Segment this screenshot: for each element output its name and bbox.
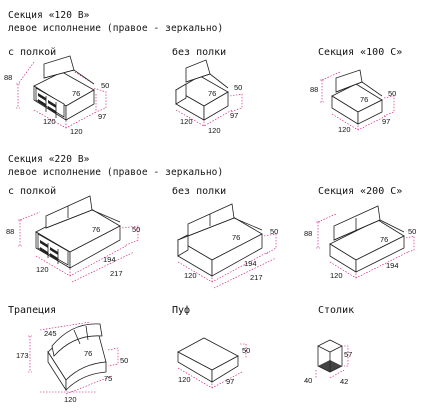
dim-220b-shelf-4: 194 <box>103 255 116 264</box>
dim-220b-noshelf-3: 194 <box>244 259 257 268</box>
section1-title: Секция «120 В» <box>8 10 90 21</box>
dim-100c-2: 50 <box>388 89 396 98</box>
dim-pouf-0: 50 <box>242 346 250 355</box>
dim-120b-shelf-2: 50 <box>101 81 109 90</box>
dim-220b-shelf-5: 217 <box>110 269 123 278</box>
dim-220b-noshelf-4: 217 <box>250 273 263 282</box>
dim-trapezoid-0: 245 <box>44 329 57 338</box>
dim-120b-shelf-5: 120 <box>70 127 83 136</box>
dim-120b-noshelf-2: 120 <box>180 117 193 126</box>
dim-120b-noshelf-0: 76 <box>208 89 216 98</box>
dim-120b-shelf-4: 97 <box>98 112 106 121</box>
dim-120b-noshelf-3: 97 <box>230 111 238 120</box>
dim-trapezoid-5: 120 <box>64 395 77 404</box>
section2-title: Секция «220 В» <box>8 154 90 165</box>
dim-table-0: 57 <box>344 350 352 359</box>
drawing-trapezoid: 245 173 76 50 75 120 <box>16 321 128 404</box>
dim-200c-1: 76 <box>380 235 388 244</box>
dim-trapezoid-2: 76 <box>84 349 92 358</box>
dim-120b-noshelf-1: 50 <box>234 83 242 92</box>
dim-trapezoid-1: 173 <box>16 351 29 360</box>
dim-pouf-1: 120 <box>178 375 191 384</box>
dim-220b-shelf-3: 120 <box>36 265 49 274</box>
dim-220b-noshelf-2: 120 <box>184 271 197 280</box>
label-100c: Секция «100 С» <box>318 47 403 58</box>
dim-table-1: 40 <box>304 376 312 385</box>
dim-220b-shelf-0: 88 <box>6 227 14 236</box>
label-120b-shelf: с полкой <box>8 47 57 58</box>
drawing-200c: 88 76 50 120 194 <box>304 205 416 280</box>
dim-120b-shelf-3: 120 <box>43 117 56 126</box>
drawing-100c: 88 76 50 120 97 <box>310 69 396 134</box>
dim-100c-3: 120 <box>338 125 351 134</box>
label-pouf: Пуф <box>172 305 191 316</box>
drawing-220b-noshelf: 76 50 120 194 217 <box>177 203 278 289</box>
label-trapezoid: Трапеция <box>8 305 57 316</box>
drawing-220b-shelf: 88 76 50 120 194 217 <box>6 195 140 283</box>
section1-subtitle: левое исполнение (правое - зеркально) <box>8 23 224 34</box>
dim-200c-3: 120 <box>330 271 343 280</box>
label-table: Столик <box>318 305 355 316</box>
dim-120b-noshelf-4: 120 <box>208 126 221 135</box>
label-200c: Секция «200 С» <box>318 186 403 197</box>
dim-100c-0: 88 <box>310 85 318 94</box>
drawing-pouf: 50 120 97 <box>177 337 250 389</box>
dim-trapezoid-3: 50 <box>120 356 128 365</box>
dim-220b-noshelf-1: 50 <box>270 227 278 236</box>
label-120b-noshelf: без полки <box>172 47 227 58</box>
drawing-120b-shelf: 88 76 50 120 97 120 <box>4 55 109 136</box>
section2-subtitle: левое исполнение (правое - зеркально) <box>8 167 224 178</box>
dim-120b-shelf-0: 88 <box>4 73 12 82</box>
dim-100c-1: 76 <box>360 95 368 104</box>
drawing-table: 57 40 42 <box>304 339 352 386</box>
dim-220b-noshelf-0: 76 <box>232 233 240 242</box>
dim-200c-2: 50 <box>408 227 416 236</box>
drawing-120b-noshelf: 76 50 120 97 120 <box>175 59 242 135</box>
dim-120b-shelf-1: 76 <box>72 89 80 98</box>
dim-220b-shelf-2: 50 <box>132 225 140 234</box>
dim-100c-4: 97 <box>382 117 390 126</box>
dim-200c-4: 194 <box>386 261 399 270</box>
dim-pouf-2: 97 <box>226 377 234 386</box>
dim-200c-0: 88 <box>304 229 312 238</box>
dim-220b-shelf-1: 76 <box>92 225 100 234</box>
label-220b-noshelf: без полки <box>172 186 227 197</box>
label-220b-shelf: с полкой <box>8 186 57 197</box>
dim-trapezoid-4: 75 <box>104 374 112 383</box>
dim-table-2: 42 <box>340 377 348 386</box>
